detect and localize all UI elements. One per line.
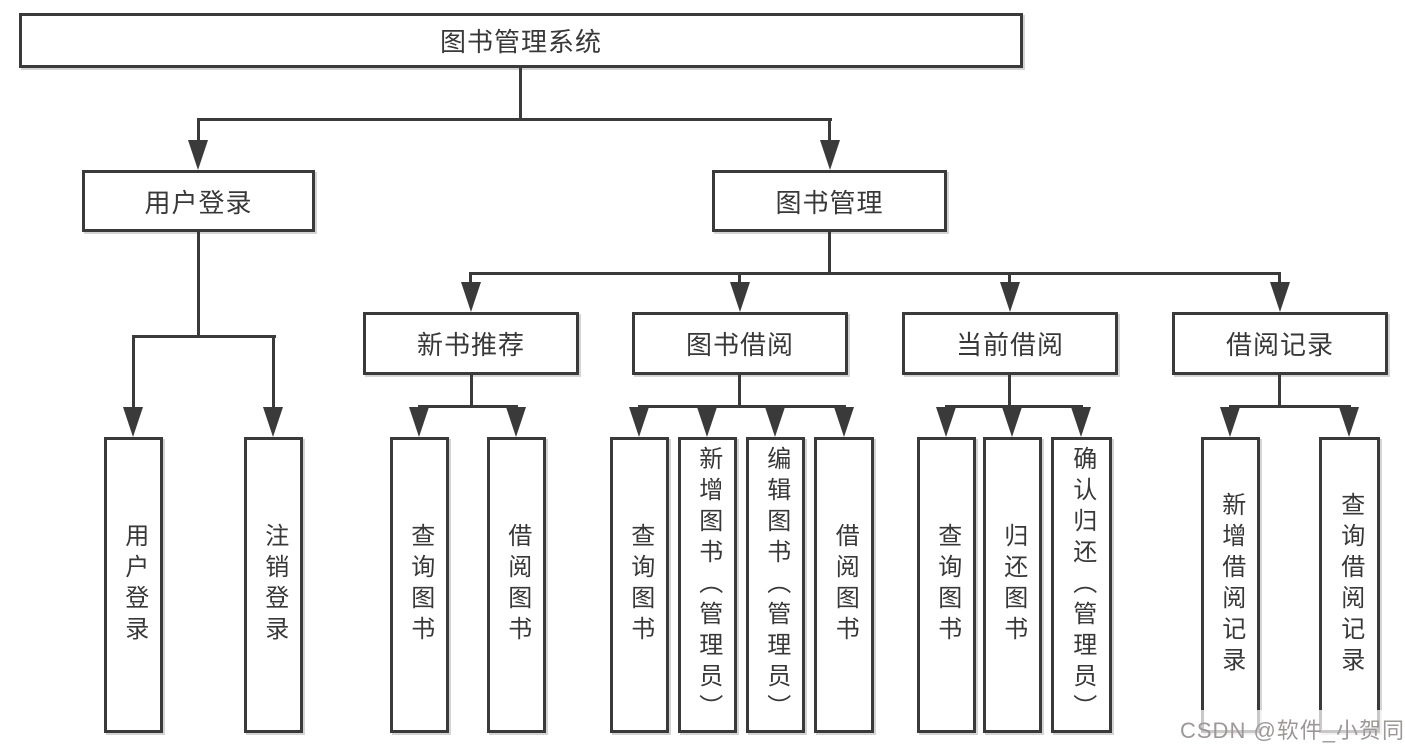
- connector-drop-leaf-logout: [272, 335, 275, 410]
- node-borrow-records: 借阅记录: [1172, 312, 1388, 375]
- connector-new-books-trunk: [470, 375, 473, 407]
- leaf-newbooks-query: 查询图书: [390, 437, 449, 733]
- connector-user-login-bus: [132, 335, 276, 338]
- connector-new-books-bus: [418, 405, 518, 408]
- connector-current-borrow-bus: [945, 405, 1083, 408]
- connector-book-borrow-bus: [638, 405, 846, 408]
- connector-user-login-trunk: [197, 232, 200, 338]
- connector-drop-user-login: [197, 118, 200, 144]
- arrowhead-book-borrow: [730, 282, 750, 312]
- connector-drop-borrow-records: [1278, 272, 1281, 284]
- node-user-login: 用户登录: [82, 170, 315, 232]
- leaf-current-return: 归还图书: [983, 437, 1042, 733]
- connector-book-borrow-trunk: [738, 375, 741, 407]
- connector-drop-book-mgmt: [828, 118, 831, 144]
- arrowhead-leaf-logout: [263, 407, 283, 437]
- connector-drop-new-books: [469, 272, 472, 284]
- arrowhead-records-query: [1339, 407, 1359, 437]
- arrowhead-book-mgmt: [820, 140, 840, 170]
- leaf-bookborrow-borrow: 借阅图书: [814, 437, 874, 733]
- arrowhead-current-borrow: [1000, 282, 1020, 312]
- connector-drop-current-borrow: [1008, 272, 1011, 284]
- leaf-bookborrow-add-admin: 新增图书（管理员）: [678, 437, 737, 733]
- leaf-user-login: 用户登录: [104, 437, 163, 733]
- connector-borrow-records-bus: [1229, 405, 1351, 408]
- leaf-current-confirm-admin: 确认归还（管理员）: [1051, 437, 1112, 733]
- arrowhead-bookborrow-edit: [765, 407, 785, 437]
- leaf-current-query: 查询图书: [917, 437, 976, 733]
- arrowhead-leaf-login: [123, 407, 143, 437]
- csdn-watermark: CSDN @软件_小贺同学: [1180, 710, 1405, 747]
- leaf-newbooks-borrow: 借阅图书: [487, 437, 546, 733]
- node-root: 图书管理系统: [19, 13, 1023, 68]
- connector-current-borrow-trunk: [1008, 375, 1011, 407]
- node-book-borrow: 图书借阅: [632, 312, 848, 375]
- leaf-records-query: 查询借阅记录: [1319, 437, 1380, 733]
- connector-level3-bus: [469, 272, 1281, 275]
- node-current-borrow: 当前借阅: [902, 312, 1118, 375]
- arrowhead-user-login: [188, 140, 208, 170]
- connector-drop-book-borrow: [738, 272, 741, 284]
- leaf-records-add: 新增借阅记录: [1201, 437, 1260, 733]
- arrowhead-new-books: [461, 282, 481, 312]
- arrowhead-newbooks-borrow: [506, 407, 526, 437]
- leaf-bookborrow-query: 查询图书: [610, 437, 669, 733]
- node-new-book-recommend: 新书推荐: [363, 312, 579, 375]
- leaf-logout: 注销登录: [244, 437, 303, 733]
- connector-root-trunk: [519, 66, 522, 121]
- leaf-bookborrow-edit-admin: 编辑图书（管理员）: [746, 437, 805, 733]
- arrowhead-current-query: [936, 407, 956, 437]
- csdn-watermark-text: CSDN @软件_小贺同学: [1180, 717, 1405, 743]
- arrowhead-bookborrow-query: [629, 407, 649, 437]
- node-book-management: 图书管理: [712, 170, 947, 232]
- connector-book-mgmt-trunk: [828, 232, 831, 274]
- arrowhead-bookborrow-borrow: [834, 407, 854, 437]
- arrowhead-bookborrow-add: [697, 407, 717, 437]
- arrowhead-newbooks-query: [409, 407, 429, 437]
- connector-level2-bus: [197, 118, 832, 121]
- arrowhead-borrow-records: [1270, 282, 1290, 312]
- connector-borrow-records-trunk: [1278, 375, 1281, 407]
- arrowhead-current-return: [1002, 407, 1022, 437]
- arrowhead-current-confirm: [1071, 407, 1091, 437]
- connector-drop-leaf-login: [132, 335, 135, 410]
- arrowhead-records-add: [1220, 407, 1240, 437]
